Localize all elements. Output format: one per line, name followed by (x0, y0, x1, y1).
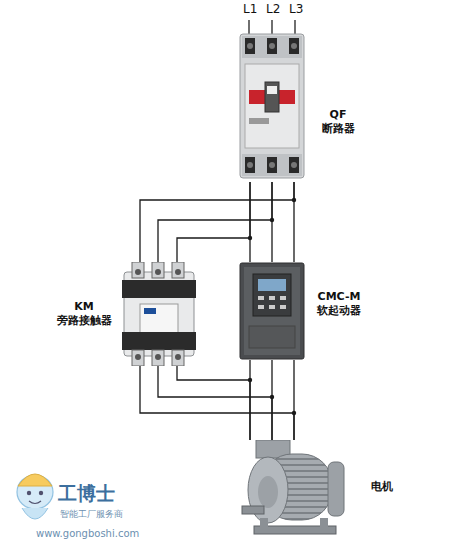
phase-label: L1 (243, 2, 257, 16)
phase-label: L2 (266, 2, 280, 16)
watermark-logo (17, 474, 53, 519)
device-label: 电机 (362, 480, 402, 494)
device-label: CMC-M 软起动器 (313, 290, 365, 318)
device-node: 电机 (240, 440, 350, 546)
device-label: KM 旁路接触器 (52, 300, 116, 328)
watermark-text: 智能工厂服务商 (60, 508, 123, 521)
watermark-text: www.gongboshi.com (36, 528, 139, 539)
breaker-illustration (239, 30, 305, 182)
watermark-text: 工博士 (58, 481, 115, 507)
device-node: CMC-M 软起动器 (239, 262, 305, 360)
three-phase-wire (140, 182, 296, 262)
device-label: QF 断路器 (318, 108, 358, 136)
soft-starter-illustration (239, 262, 305, 360)
three-phase-wire (140, 366, 296, 440)
phase-label: L3 (289, 2, 303, 16)
device-node: KM 旁路接触器 (120, 262, 198, 366)
motor-illustration (240, 440, 350, 546)
contactor-illustration (120, 262, 198, 366)
device-node: QF 断路器 (239, 30, 305, 182)
